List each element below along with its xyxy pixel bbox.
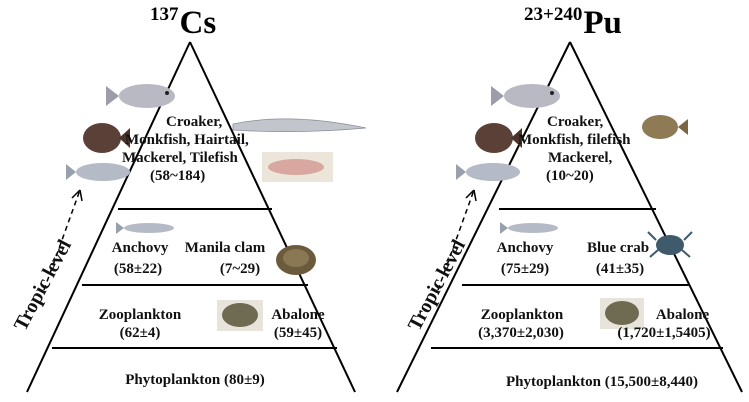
left-anchovy-value: (58±22): [103, 260, 173, 278]
right-anchovy-label: Anchovy: [490, 239, 560, 257]
right-arrowhead: [466, 190, 476, 201]
left-clam-image: [276, 245, 316, 275]
left-anchovy-image: [116, 222, 174, 234]
left-clam-value: (7~29): [205, 260, 275, 278]
left-clam-label: Manila clam: [175, 239, 275, 257]
right-abalone-label: Abalone: [645, 306, 720, 324]
left-zooplankton-label: Zooplankton: [85, 306, 195, 324]
left-top-value: (58~184): [150, 167, 230, 185]
left-zooplankton-value: (62±4): [105, 324, 175, 342]
left-abalone-value: (59±45): [262, 324, 334, 342]
right-mackerel-image: [456, 163, 520, 181]
right-top-line3: Mackerel,: [548, 149, 648, 167]
left-mackerel-image: [66, 163, 130, 181]
right-anchovy-image: [500, 222, 558, 234]
right-monkfish-image: [475, 123, 522, 153]
right-anchovy-value: (75±29): [490, 260, 560, 278]
left-top-line3: Mackerel, Tilefish: [122, 149, 292, 167]
left-title-element: Cs: [180, 5, 217, 41]
right-top-line1: Croaker,: [547, 113, 647, 131]
right-crab-value: (41±35): [585, 260, 655, 278]
left-top-line2: Monkfish, Hairtail,: [125, 131, 295, 149]
left-title-superscript: 137: [150, 4, 179, 25]
right-title-superscript: 23+240: [524, 4, 582, 25]
left-phytoplankton: Phytoplankton (80±9): [90, 371, 300, 389]
left-abalone-label: Abalone: [262, 306, 334, 324]
right-title-element: Pu: [583, 5, 622, 41]
right-title: 23+240Pu: [524, 4, 622, 42]
right-zooplankton-value: (3,370±2,030): [461, 324, 581, 342]
left-arrowhead: [72, 190, 82, 201]
right-crab-label: Blue crab: [578, 239, 658, 257]
right-zooplankton-label: Zooplankton: [467, 306, 577, 324]
right-abalone-value: (1,720±1,5405): [603, 324, 725, 342]
left-title: 137Cs: [150, 4, 216, 42]
left-abalone-image: [217, 300, 263, 331]
left-anchovy-label: Anchovy: [105, 239, 175, 257]
right-top-value: (10~20): [546, 167, 626, 185]
right-phytoplankton: Phytoplankton (15,500±8,440): [477, 373, 727, 391]
right-top-line2: Monkfish, filefish: [518, 131, 668, 149]
left-croaker-image: [106, 84, 175, 108]
left-top-line1: Croaker,: [166, 113, 266, 131]
right-croaker-image: [491, 84, 560, 108]
